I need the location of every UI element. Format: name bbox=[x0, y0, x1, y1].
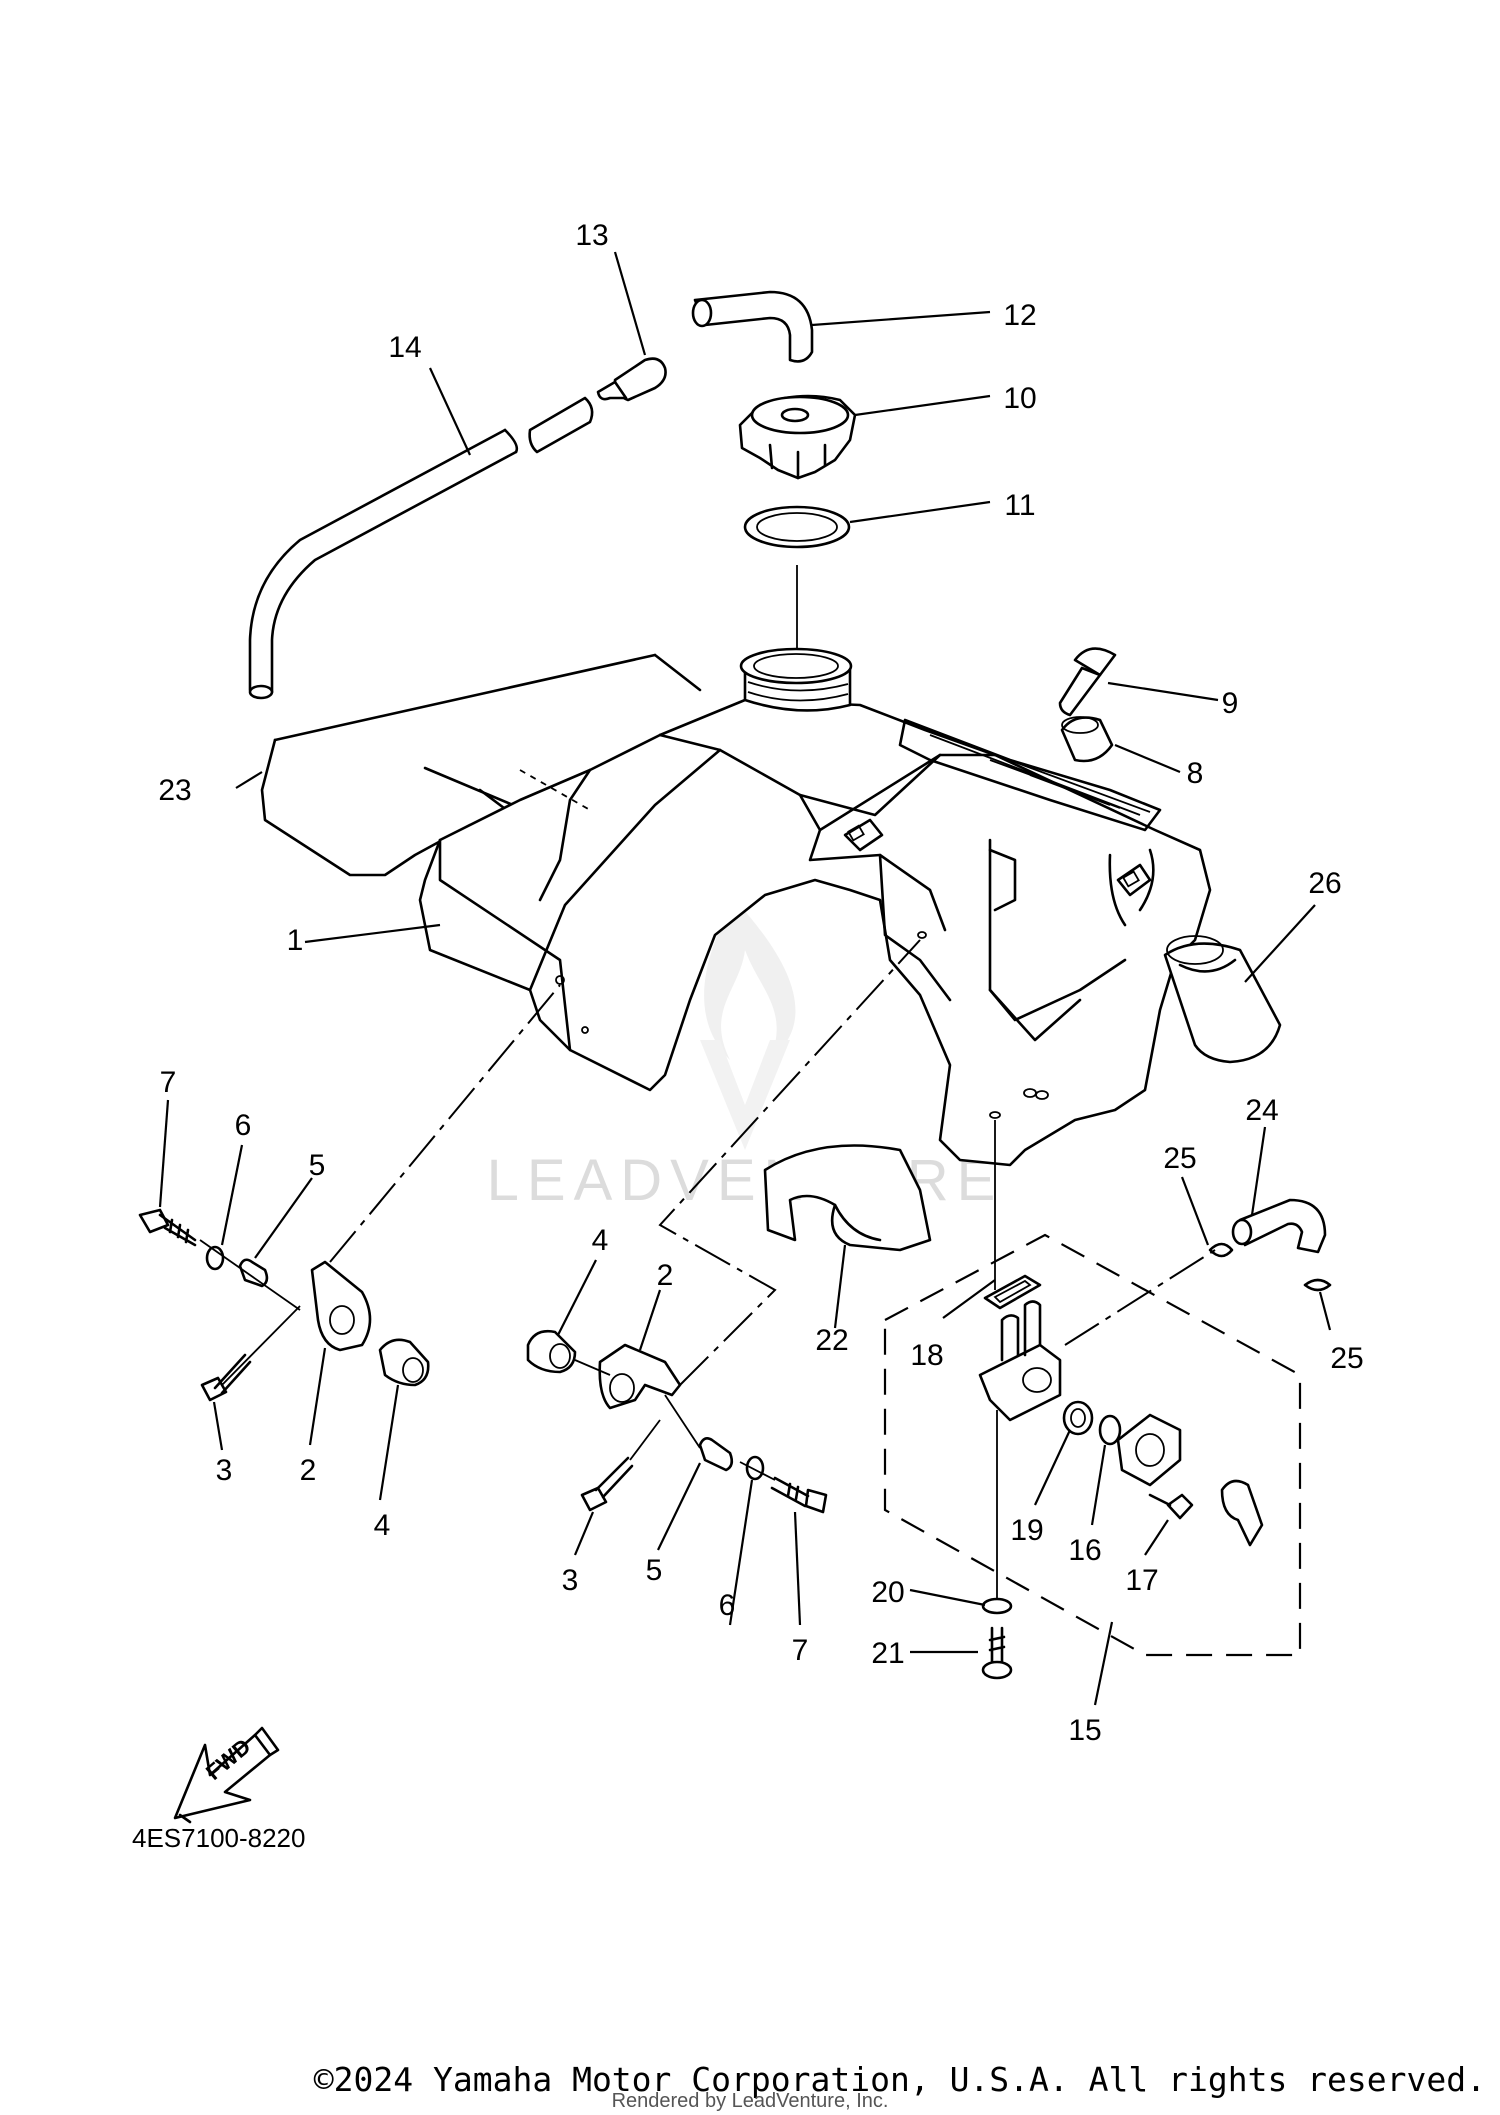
callout-20: 20 bbox=[871, 1576, 904, 1609]
hose-clip-part bbox=[1208, 1242, 1332, 1292]
callout-2b: 2 bbox=[657, 1259, 674, 1292]
collar-part bbox=[1060, 716, 1114, 763]
callout-6a: 6 bbox=[235, 1109, 252, 1142]
screw-part bbox=[1058, 647, 1117, 717]
callout-8: 8 bbox=[1187, 757, 1204, 790]
callout-25b: 25 bbox=[1330, 1342, 1363, 1375]
left-mount-group bbox=[138, 984, 561, 1402]
fuel-tank-part bbox=[418, 647, 1212, 1167]
tank-cap-part bbox=[738, 394, 857, 480]
callout-23: 23 bbox=[158, 774, 191, 807]
callout-4a: 4 bbox=[374, 1509, 391, 1542]
callout-labels: 1 2 2 3 3 4 4 5 5 6 6 7 7 8 9 10 11 12 1… bbox=[158, 219, 1363, 1747]
fuel-cock-part bbox=[978, 1120, 1264, 1680]
callout-5b: 5 bbox=[646, 1554, 663, 1587]
callout-25a: 25 bbox=[1163, 1142, 1196, 1175]
front-damper-part bbox=[763, 1144, 932, 1252]
middle-mount-group bbox=[526, 939, 921, 1514]
callout-3b: 3 bbox=[562, 1564, 579, 1597]
callout-3a: 3 bbox=[216, 1454, 233, 1487]
callout-15: 15 bbox=[1068, 1714, 1101, 1747]
callout-18: 18 bbox=[910, 1339, 943, 1372]
fwd-arrow-icon bbox=[173, 1726, 280, 1824]
callout-13: 13 bbox=[575, 219, 608, 252]
callout-22: 22 bbox=[815, 1324, 848, 1357]
callout-6b: 6 bbox=[719, 1589, 736, 1622]
rear-damper-part bbox=[1163, 935, 1282, 1064]
callout-26: 26 bbox=[1308, 867, 1341, 900]
callout-11: 11 bbox=[1004, 489, 1035, 522]
callout-24: 24 bbox=[1245, 1094, 1278, 1127]
callout-1: 1 bbox=[287, 924, 304, 957]
callout-7a: 7 bbox=[160, 1066, 177, 1099]
callout-19: 19 bbox=[1010, 1514, 1043, 1547]
leader-lines bbox=[158, 251, 1332, 1706]
vent-hose-part bbox=[248, 396, 594, 700]
callout-21: 21 bbox=[871, 1637, 904, 1670]
callout-5a: 5 bbox=[309, 1149, 326, 1182]
callout-14: 14 bbox=[388, 331, 421, 364]
callout-2a: 2 bbox=[300, 1454, 317, 1487]
callout-4b: 4 bbox=[592, 1224, 609, 1257]
callout-16: 16 bbox=[1068, 1534, 1101, 1567]
elbow-hose-part bbox=[691, 290, 814, 363]
hose-joint-part bbox=[596, 357, 667, 402]
callout-17: 17 bbox=[1125, 1564, 1158, 1597]
callout-9: 9 bbox=[1222, 687, 1239, 720]
watermark-logo bbox=[700, 900, 796, 1150]
rendered-by-notice: Rendered by LeadVenture, Inc. bbox=[611, 2090, 889, 2112]
diagram-code: 4ES7100-8220 bbox=[132, 1823, 305, 1853]
callout-7b: 7 bbox=[792, 1634, 809, 1667]
copyright-notice: ©2024 Yamaha Motor Corporation, U.S.A. A… bbox=[313, 2060, 1486, 2099]
overflow-hose-part bbox=[1231, 1198, 1327, 1254]
callout-10: 10 bbox=[1003, 382, 1036, 415]
fuel-cock-assy-boundary bbox=[883, 1233, 1302, 1657]
callout-12: 12 bbox=[1003, 299, 1036, 332]
watermark-text: LEADVENTURE bbox=[487, 1148, 1004, 1213]
